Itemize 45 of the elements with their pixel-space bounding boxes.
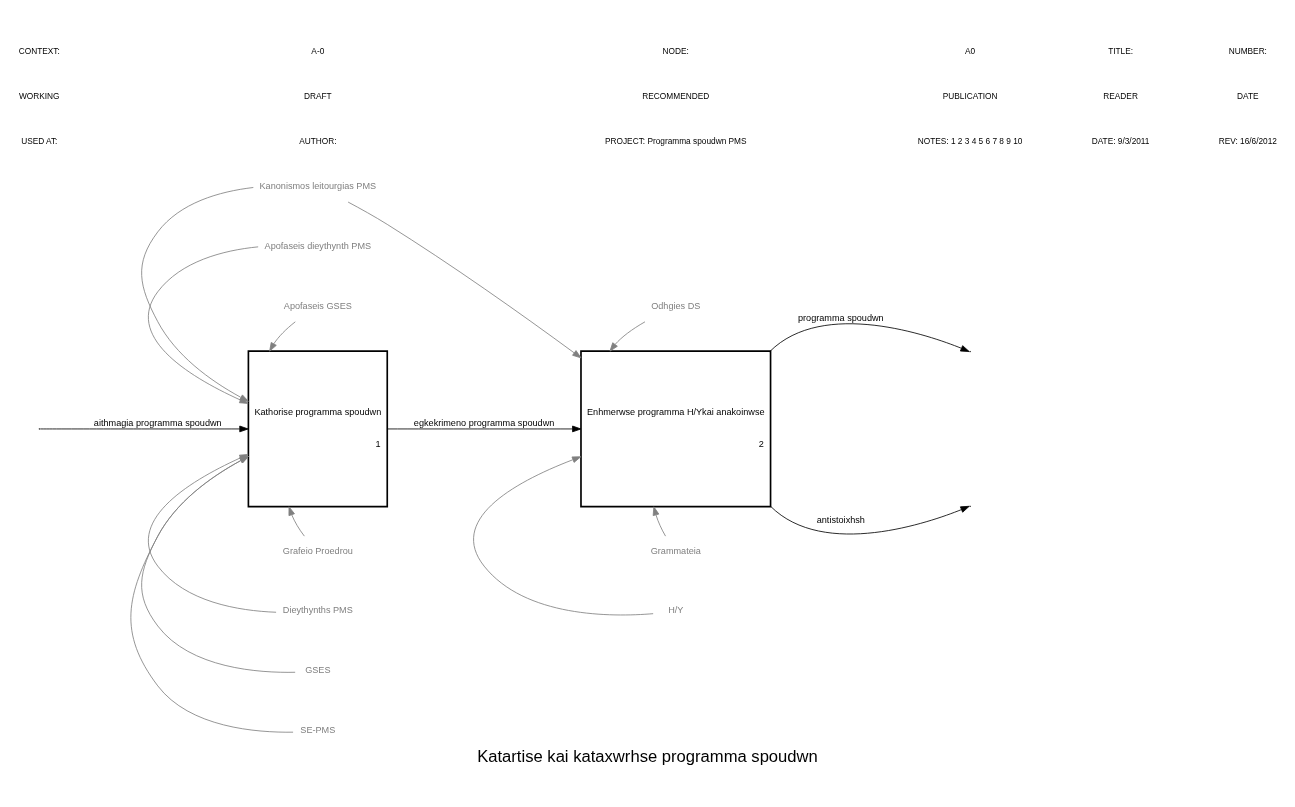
label: AUTHOR: <box>299 135 337 146</box>
arrow <box>770 505 970 534</box>
label: USED AT: <box>21 135 58 146</box>
arrow <box>347 201 582 358</box>
arrow <box>652 505 666 537</box>
node-text: SE-PMS <box>300 724 336 735</box>
label: NOTES: 1 2 3 4 5 6 7 8 9 10 <box>917 135 1023 146</box>
label: DATE <box>1237 90 1259 101</box>
node-box: Kathorise programma spoudwn 1 <box>247 349 389 507</box>
label: CONTEXT: <box>18 45 60 56</box>
node-box: Enhmerwse programma H/Ykai anakoinwse 2 <box>580 349 772 507</box>
label: NUMBER: <box>1228 45 1267 56</box>
arrow <box>609 320 646 352</box>
label: TITLE: <box>1108 45 1134 56</box>
arrow <box>269 320 296 352</box>
label: NODE: <box>662 45 689 56</box>
label: DATE: 9/3/2011 <box>1091 135 1150 146</box>
diagram-title: Katartise kai kataxwrhse programma spoudwn <box>477 746 818 766</box>
node-text: Grafeio Proedrou <box>282 545 353 555</box>
label: WORKING <box>19 90 60 101</box>
node-text: Grammateia <box>650 545 701 555</box>
arrow <box>386 425 582 432</box>
arrow <box>769 322 970 352</box>
label: RECOMMENDED <box>642 90 710 101</box>
label: A-0 <box>311 45 325 56</box>
edge-label: aithmagia programma spoudwn <box>93 417 222 428</box>
edge-label: programma spoudwn <box>797 312 884 323</box>
node-text: GSES <box>305 664 331 675</box>
node-text: Kanonismos leitourgias PMS <box>259 180 377 191</box>
edge-label: antistoixhsh <box>816 514 865 525</box>
label: READER <box>1103 90 1138 101</box>
label: REV: 16/6/2012 <box>1218 135 1277 146</box>
node-text: Odhgies DS <box>651 300 701 311</box>
label: A0 <box>965 45 976 56</box>
label: PROJECT: Programma spoudwn PMS <box>604 135 747 146</box>
arrow <box>473 455 654 615</box>
label: DRAFT <box>304 90 332 101</box>
node-text: Apofaseis dieythynth PMS <box>264 240 372 251</box>
arrow <box>39 425 249 432</box>
node-text: H/Y <box>668 604 684 615</box>
node-text: Apofaseis GSES <box>283 300 352 311</box>
edge-label: egkekrimeno programma spoudwn <box>413 417 555 428</box>
node-text: Dieythynths PMS <box>282 604 353 615</box>
label: PUBLICATION <box>942 90 998 101</box>
arrow <box>288 505 305 537</box>
